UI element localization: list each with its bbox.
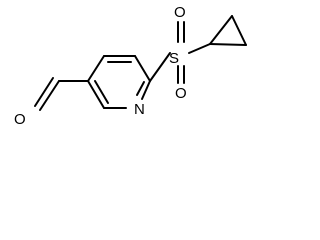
atom-label-oxygen-sulfonyl-bottom: O [175, 85, 187, 102]
bond-n-c2 [141, 80, 151, 100]
bond-c4-c5 [87, 55, 105, 82]
bond-cyclopropyl-top-right [231, 15, 247, 46]
bond-cyclopropyl-left-top [209, 15, 233, 45]
atom-label-oxygen-sulfonyl-top: O [174, 4, 186, 21]
atom-label-nitrogen: N [134, 101, 145, 118]
bond-cyclopropyl-right-left [209, 43, 247, 46]
structure-diagram: O N S O O [14, 4, 247, 128]
bond-n-c2-double [136, 81, 145, 96]
pyridine-ring [87, 55, 151, 109]
bond-c2-s [149, 52, 171, 82]
bond-cho-o-double [34, 77, 54, 107]
cyclopropyl-group [188, 15, 247, 54]
bond-c5-c6-double [94, 80, 109, 104]
bond-cho-o [39, 80, 60, 111]
atom-label-oxygen-aldehyde: O [14, 111, 26, 128]
sulfonyl-group: S O O [149, 4, 187, 102]
bond-c5-c6 [87, 80, 105, 109]
bond-s-cyclopropyl [188, 43, 211, 54]
aldehyde-group: O [14, 77, 89, 128]
bond-c2-c3 [134, 55, 151, 82]
atom-label-sulfur: S [169, 50, 179, 67]
